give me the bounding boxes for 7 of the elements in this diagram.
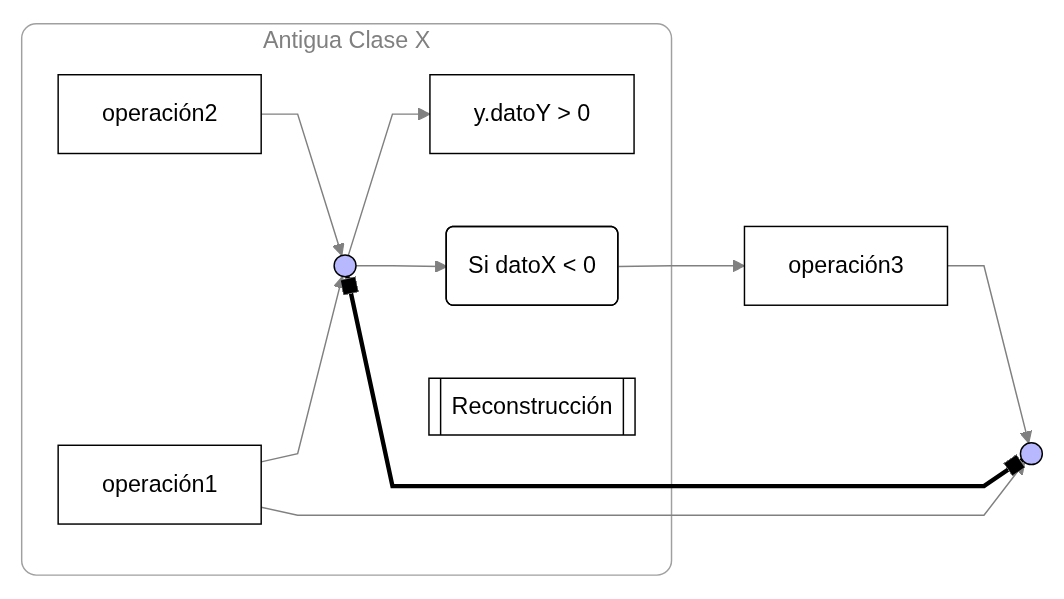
node-box: operación3 [743,225,949,307]
connector [339,275,1027,489]
node-circle [1019,442,1044,466]
node-circle [333,254,357,278]
node-box: operación2 [57,74,262,155]
node-box: operación1 [57,444,262,525]
node-box: y.datoY > 0 [429,74,635,155]
